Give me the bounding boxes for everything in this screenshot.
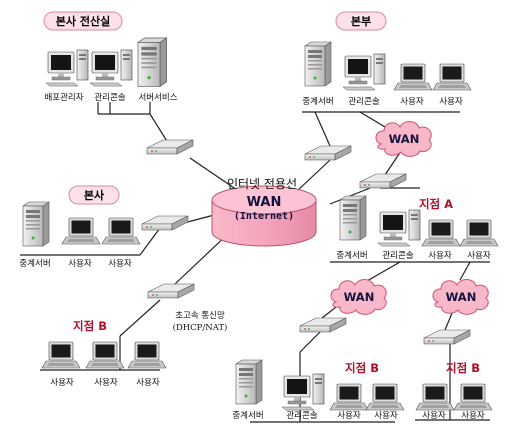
- site-label-branch-a: 지점 A: [419, 197, 453, 211]
- tower-server-icon: [22, 201, 50, 247]
- wan-cloud-icon: WAN: [375, 121, 432, 157]
- laptop-icon: [61, 217, 101, 245]
- laptop-icon: [101, 217, 141, 245]
- laptop-icon: [432, 63, 472, 91]
- caption: 사용자: [428, 251, 452, 261]
- pill-hq-office: 본사: [68, 185, 120, 205]
- laptop-icon: [421, 219, 461, 247]
- workstation-icon: [342, 53, 386, 91]
- tower-server-icon: [137, 37, 168, 87]
- caption: 사용자: [50, 378, 74, 388]
- router-icon: [359, 173, 407, 189]
- internet-cylinder-icon: [211, 185, 317, 247]
- caption: 사용자: [337, 411, 361, 421]
- core-internet-label: (Internet): [234, 211, 294, 222]
- caption: 사용자: [374, 411, 398, 421]
- caption: 사용자: [94, 378, 118, 388]
- core-title: 인터넷 전용선: [227, 177, 297, 191]
- svg-text:본사 전산실: 본사 전산실: [56, 14, 110, 28]
- caption: 사용자: [422, 411, 446, 421]
- broadband-note: 초고속 통신망: [175, 310, 225, 321]
- svg-text:본사: 본사: [84, 188, 105, 202]
- svg-text:WAN: WAN: [344, 290, 375, 304]
- caption: 관리콘솔: [286, 410, 317, 421]
- caption: 사용자: [400, 97, 424, 107]
- laptop-icon: [365, 383, 405, 411]
- caption: 사용자: [467, 251, 491, 261]
- caption: 서버서비스: [138, 92, 177, 103]
- workstation-icon: [281, 373, 325, 411]
- tower-server-icon: [235, 359, 263, 405]
- caption: 사용자: [108, 259, 132, 269]
- svg-text:WAN: WAN: [446, 290, 477, 304]
- router-icon: [147, 283, 195, 299]
- caption: 배포관리자: [44, 92, 83, 103]
- tower-server-icon: [339, 195, 367, 241]
- wan-cloud-icon: WAN: [330, 279, 387, 315]
- caption: 중계서버: [19, 258, 50, 269]
- laptop-icon: [453, 383, 493, 411]
- pill-hq-datacenter: 본사 전산실: [43, 11, 123, 31]
- site-label-branch-b: 지점 B: [73, 319, 107, 333]
- laptop-icon: [85, 341, 125, 369]
- caption: 중계서버: [232, 410, 263, 421]
- caption: 중계서버: [336, 250, 367, 261]
- router-icon: [146, 139, 194, 155]
- svg-text:본부: 본부: [351, 15, 371, 28]
- router-icon: [423, 329, 471, 345]
- router-icon: [299, 317, 347, 333]
- workstation-icon: [89, 49, 133, 87]
- caption: 중계서버: [302, 96, 333, 107]
- caption: 관리콘솔: [382, 250, 413, 261]
- tower-server-icon: [304, 41, 332, 87]
- laptop-icon: [127, 341, 167, 369]
- router-icon: [141, 215, 189, 231]
- pill-headquarters: 본부: [335, 11, 387, 31]
- laptop-icon: [329, 383, 369, 411]
- caption: 관리콘솔: [348, 96, 379, 107]
- core-wan-label: WAN: [247, 195, 282, 210]
- laptop-icon: [393, 63, 433, 91]
- caption: 사용자: [136, 378, 160, 388]
- wan-cloud-icon: WAN: [432, 279, 489, 315]
- laptop-icon: [41, 341, 81, 369]
- site-label-branch-b: 지점 B: [345, 361, 379, 375]
- site-label-branch-b: 지점 B: [446, 361, 480, 375]
- workstation-icon: [45, 49, 89, 87]
- caption: 관리콘솔: [94, 92, 125, 103]
- laptop-icon: [459, 219, 499, 247]
- router-icon: [304, 145, 352, 161]
- workstation-icon: [377, 209, 421, 247]
- laptop-icon: [415, 383, 455, 411]
- caption: 사용자: [68, 259, 92, 269]
- caption: 사용자: [461, 411, 485, 421]
- broadband-note-protocol: (DHCP/NAT): [173, 322, 228, 333]
- caption: 사용자: [439, 97, 463, 107]
- svg-text:WAN: WAN: [389, 132, 420, 146]
